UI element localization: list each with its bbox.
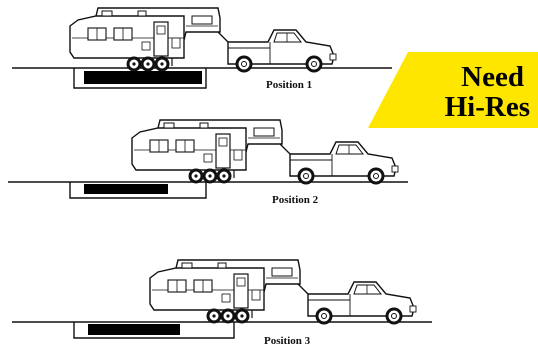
need-hi-res-badge: Need Hi-Res [368,52,538,128]
badge-background [368,52,538,128]
badge-line-2: Hi-Res [445,91,530,123]
badge-line-1: Need [461,61,524,93]
position-label: Position 2 [272,194,319,206]
position-2-scene: Position 2 [8,118,408,206]
pit-outline [69,182,207,199]
pit-outline [73,322,235,339]
position-3-scene: Position 3 [12,258,432,347]
rv-and-truck [130,118,400,185]
position-1-scene: Position 1 [12,6,392,91]
pit-platform [84,71,202,84]
rv-and-truck [148,258,418,325]
position-label: Position 1 [266,79,312,91]
rv-and-truck [68,6,338,73]
pit-outline [73,68,207,89]
position-label: Position 3 [264,335,311,347]
pit-platform [84,184,168,194]
pit-platform [88,324,180,335]
